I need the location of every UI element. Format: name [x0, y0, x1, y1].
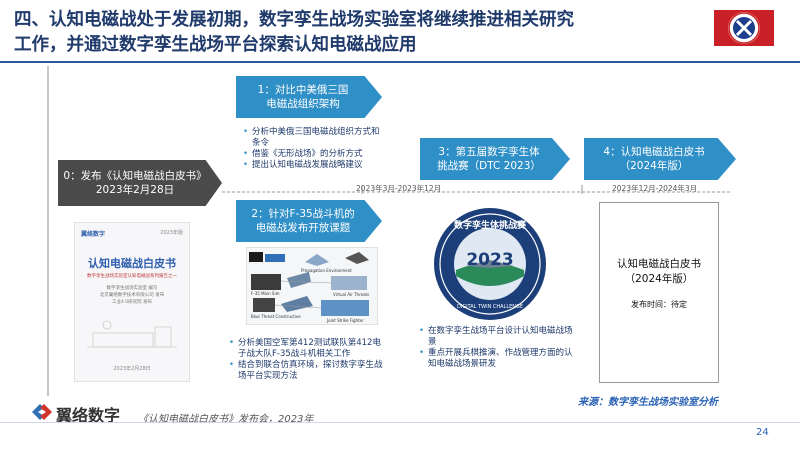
badge-year: 2023: [466, 250, 514, 270]
timeline-step-2: 2：针对F-35战斗机的 电磁战发布开放课题: [236, 200, 382, 242]
cover-illustration-icon: [87, 320, 177, 348]
cover-edition: 2023年版: [160, 230, 183, 236]
cover-title: 认知电磁战白皮书: [88, 257, 176, 270]
list-item: 分析中美俄三国电磁战组织方式和条令: [242, 127, 382, 149]
footer-rule: [0, 422, 800, 423]
source-note: 来源：数字孪生战场实验室分析: [578, 397, 718, 408]
whitepaper-cover-image: 翼络数字 2023年版 认知电磁战白皮书 数字孪生战场实验室认知电磁战系列报告之…: [74, 222, 190, 382]
step-0-date: 2023年2月28日: [95, 184, 175, 196]
timeline-line: [222, 185, 732, 194]
page-title: 四、认知电磁战处于发展初期，数字孪生战场实验室将继续推进相关研究 工作，并通过数…: [14, 8, 704, 58]
page-number: 24: [756, 427, 769, 438]
company-logo-text: 翼络数字: [56, 406, 121, 425]
label-blue-threat: Blue Threat Constructive: [251, 314, 301, 319]
badge-arc-bottom: DIGITAL TWIN CHALLENGE: [456, 304, 524, 310]
cover-author: 工业4.0研究院 发布: [111, 300, 153, 305]
header-rule: [0, 61, 800, 63]
step-1-bullets: 分析中美俄三国电磁战组织方式和条令 借鉴《无形战场》的分析方式 提出认知电磁战发…: [242, 127, 382, 171]
step-0-label: 0：发布《认知电磁战白皮书》: [63, 170, 207, 182]
whitepaper-2024-box: 认知电磁战白皮书 （2024年版） 发布时间：待定: [599, 202, 719, 383]
step-4-line-1: 4：认知电磁战白皮书: [603, 146, 705, 158]
footer-caption: 《认知电磁战白皮书》发布会，2023年: [138, 414, 314, 425]
step-2-line-1: 2：针对F-35战斗机的: [251, 208, 355, 220]
label-jsf: Joint Strike Fighter: [327, 318, 364, 323]
step-3-line-2: 挑战赛（DTC 2023）: [437, 160, 541, 172]
left-guide-line: [47, 66, 49, 396]
step-1-line-2: 电磁战组织架构: [266, 98, 340, 110]
step-3-line-1: 3：第五届数字孪生体: [438, 146, 540, 158]
organization-seal-icon: [714, 10, 774, 46]
cover-author: 北京翼络数字技术有限公司 发布: [99, 293, 165, 298]
label-threat: Virtual Air Threats: [333, 292, 370, 297]
list-item: 提出认知电磁战发展战略建议: [242, 160, 382, 171]
company-logo-icon: [32, 404, 52, 420]
cover-publisher: 翼络数字: [81, 231, 106, 238]
step-2-bullets: 分析美国空军第412测试联队第412电子战大队F-35战斗机相关工作 结合到联合…: [228, 338, 386, 382]
cover-subtitle: 数字孪生战场实验室认知电磁战系列报告之一: [87, 274, 177, 279]
badge-emblem-icon: [434, 208, 546, 320]
list-item: 重点开展兵棋推演、作战管理方面的认知电磁战场景研发: [418, 348, 576, 370]
f35-simulation-diagram-image: Propagation Environment Virtual Air Thre…: [246, 247, 378, 325]
cover-authors: 数字孪生战场实验室 编写 北京翼络数字技术有限公司 发布 工业4.0研究院 发布: [75, 285, 189, 306]
list-item: 在数字孪生战场平台设计认知电磁战场景: [418, 326, 576, 348]
list-item: 分析美国空军第412测试联队第412电子战大队F-35战斗机相关工作: [228, 338, 386, 360]
whitepaper-2024-line-2: （2024年版）: [624, 273, 694, 285]
timeline-step-3: 3：第五届数字孪生体 挑战赛（DTC 2023）: [420, 138, 570, 180]
timeline-step-0: 0：发布《认知电磁战白皮书》 2023年2月28日: [58, 160, 222, 206]
whitepaper-2024-title: 认知电磁战白皮书 （2024年版）: [600, 257, 718, 287]
cover-author: 数字孪生战场实验室 编写: [106, 286, 158, 291]
list-item: 结合到联合仿真环境，探讨数字孪生战场平台实现方法: [228, 360, 386, 382]
title-line-1: 四、认知电磁战处于发展初期，数字孪生战场实验室将继续推进相关研究: [14, 10, 574, 30]
timeline-step-4: 4：认知电磁战白皮书 （2024年版）: [584, 138, 736, 180]
label-propagation: Propagation Environment: [301, 268, 352, 273]
step-1-line-1: 1：对比中美俄三国: [257, 84, 349, 96]
step-3-bullets: 在数字孪生战场平台设计认知电磁战场景 重点开展兵棋推演、作战管理方面的认知电磁战…: [418, 326, 576, 370]
date-range-1: 2023年3月-2023年12月: [356, 184, 442, 193]
whitepaper-2024-line-1: 认知电磁战白皮书: [617, 258, 701, 270]
dtc-2023-badge: 数字孪生体挑战赛 2023 DIGITAL TWIN CHALLENGE: [430, 206, 550, 322]
step-2-line-2: 电磁战发布开放课题: [255, 222, 351, 234]
publish-time: 发布时间：待定: [631, 300, 687, 309]
date-range-2: 2023年12月-2024年3月: [612, 184, 698, 193]
label-f35: F-35 Main Sim: [251, 291, 280, 296]
timeline-step-1: 1：对比中美俄三国 电磁战组织架构: [236, 76, 382, 118]
title-line-2: 工作，并通过数字孪生战场平台探索认知电磁战应用: [14, 35, 417, 55]
badge-arc-top: 数字孪生体挑战赛: [453, 221, 526, 231]
list-item: 借鉴《无形战场》的分析方式: [242, 149, 382, 160]
cover-date: 2023年2月28日: [113, 366, 151, 372]
simulation-diagram-icon: [249, 252, 369, 316]
step-4-line-2: （2024年版）: [619, 160, 689, 172]
